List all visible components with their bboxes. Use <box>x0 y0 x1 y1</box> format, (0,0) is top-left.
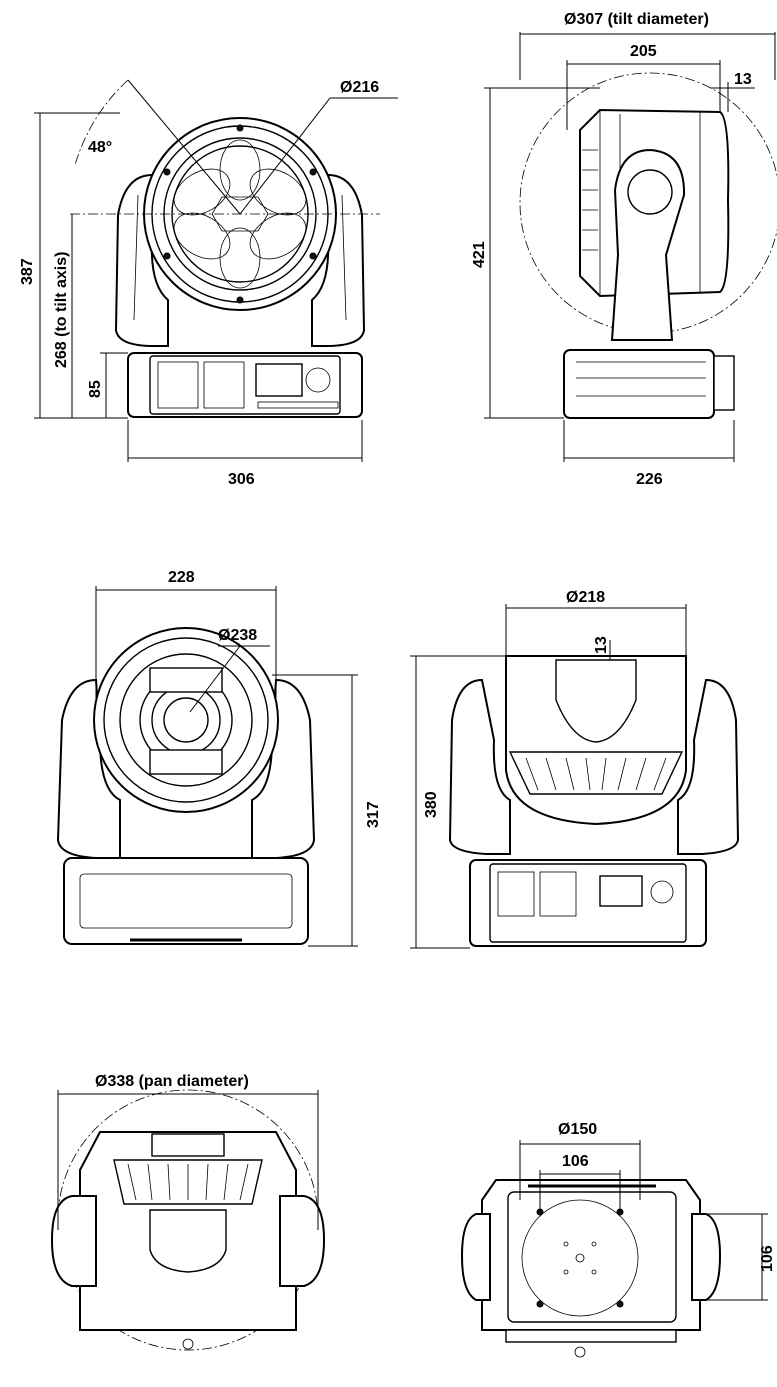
front-width-label: 306 <box>228 471 255 488</box>
bottom-hole-spacing-x-label: 106 <box>562 1153 589 1170</box>
front-tilt-axis-label: 268 (to tilt axis) <box>53 252 70 368</box>
rear-height-label: 317 <box>365 801 382 828</box>
front-total-height-label: 387 <box>19 258 36 285</box>
rear-head-width-label: 228 <box>168 569 195 586</box>
top-view: Ø338 (pan diameter) <box>50 1073 326 1351</box>
bottom-hole-spacing-y-label: 106 <box>759 1245 776 1272</box>
side-head-depth-label: 205 <box>630 43 657 60</box>
bottom-view: Ø150 106 106 <box>460 1121 776 1358</box>
side-tilt-diameter-label: Ø307 (tilt diameter) <box>564 11 709 28</box>
bottom-mount-diameter-label: Ø150 <box>558 1121 597 1138</box>
front-view: 48° Ø216 387 268 (to tilt axis) 85 306 <box>19 79 398 488</box>
side-height-label: 421 <box>471 241 488 268</box>
back-offset-label: 13 <box>593 636 610 654</box>
back-view: Ø218 13 380 <box>410 589 740 949</box>
back-top-diameter-label: Ø218 <box>566 589 605 606</box>
rear-view: 228 Ø238 317 <box>56 569 382 947</box>
front-lens-diameter-label: Ø216 <box>340 79 379 96</box>
side-view: Ø307 (tilt diameter) 205 13 421 226 <box>471 11 777 488</box>
rear-back-diameter-label: Ø238 <box>218 627 257 644</box>
front-base-height-label: 85 <box>87 380 104 398</box>
top-pan-diameter-label: Ø338 (pan diameter) <box>95 1073 249 1090</box>
front-angle-label: 48° <box>88 139 112 156</box>
side-base-depth-label: 226 <box>636 471 663 488</box>
side-offset-label: 13 <box>734 71 752 88</box>
back-height-label: 380 <box>423 791 440 818</box>
